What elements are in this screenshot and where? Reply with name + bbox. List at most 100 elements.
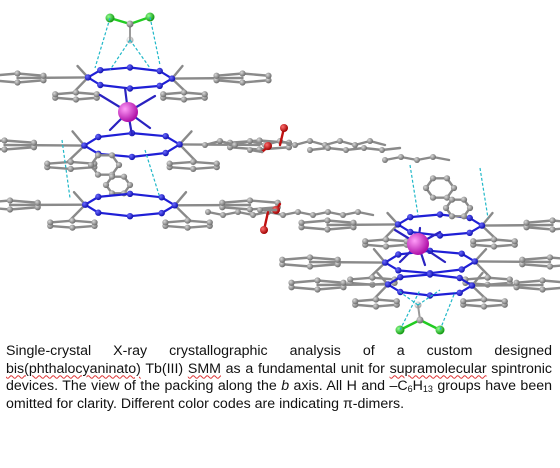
carbon-atom <box>91 219 98 226</box>
contact-line <box>144 149 161 199</box>
carbon-atom <box>67 158 74 165</box>
carbon-atom <box>72 89 80 96</box>
caption-text: H <box>412 378 423 394</box>
carbon-atom <box>429 175 437 182</box>
carbon-atom <box>443 175 451 182</box>
carbon-atom <box>307 147 313 153</box>
bond <box>186 219 211 224</box>
caption-line-1: Single-crystal X-ray crystallographic an… <box>6 343 552 359</box>
bond <box>241 72 270 77</box>
bond <box>74 91 98 96</box>
carbon-atom <box>1 137 8 144</box>
bond <box>492 243 516 248</box>
carbon-atom <box>546 263 554 270</box>
nitrogen-atom <box>126 64 134 71</box>
carbon-atom <box>442 204 450 212</box>
bond <box>399 273 432 279</box>
carbon-atom <box>460 196 468 203</box>
carbon-atom <box>202 142 208 148</box>
nitrogen-atom <box>407 228 414 236</box>
bond <box>164 219 189 224</box>
carbon-atom <box>355 209 361 215</box>
bond <box>0 72 19 77</box>
bond <box>128 84 161 90</box>
carbon-atom <box>362 238 369 245</box>
bond <box>16 79 45 84</box>
carbon-atom <box>239 79 246 86</box>
bond <box>215 79 244 84</box>
carbon-atom <box>180 89 188 96</box>
nitrogen-atom <box>478 222 486 229</box>
carbon-atom <box>160 91 167 98</box>
bond <box>480 223 554 227</box>
bond <box>221 199 252 204</box>
carbon-atom <box>120 173 128 180</box>
nitrogen-atom <box>95 209 102 216</box>
caption-text: Tb(III) <box>140 360 188 377</box>
bond <box>364 243 388 248</box>
carbon-atom <box>247 147 253 153</box>
nitrogen-atom <box>158 209 165 217</box>
bond <box>248 199 279 204</box>
bond <box>241 79 270 84</box>
carbon-atom <box>220 212 226 218</box>
bond <box>380 146 402 152</box>
carbon-atom <box>340 284 347 291</box>
carbon-atom <box>34 204 41 211</box>
carbon-atom <box>372 296 380 303</box>
nitrogen-atom <box>81 142 88 149</box>
bond <box>191 160 218 165</box>
bond <box>462 298 486 303</box>
bond <box>428 249 463 255</box>
bond <box>99 66 132 72</box>
bond <box>521 256 552 261</box>
carbon-atom <box>108 173 116 180</box>
carbon-atom <box>162 219 169 226</box>
carbon-atom <box>382 236 390 243</box>
crystal-structure-figure <box>0 12 560 335</box>
carbon-atom <box>69 224 76 231</box>
nitrogen-atom <box>168 75 176 82</box>
bond <box>178 143 261 147</box>
carbon-atom <box>501 298 508 305</box>
carbon-atom <box>44 160 51 167</box>
contact-line <box>129 39 151 69</box>
bond <box>308 146 330 152</box>
carbon-atom <box>539 286 546 293</box>
carbon-atom <box>246 206 254 213</box>
carbon-atom <box>350 219 357 226</box>
carbon-atom <box>6 197 14 204</box>
carbon-atom <box>72 96 80 103</box>
bond <box>97 132 134 139</box>
carbon-atom <box>226 144 234 151</box>
carbon-atom <box>347 276 354 283</box>
bond <box>462 303 486 308</box>
bond <box>397 269 432 275</box>
bond <box>54 91 78 96</box>
carbon-atom <box>201 91 208 98</box>
bond <box>428 268 463 275</box>
bond <box>384 238 408 243</box>
carbon-atom <box>306 263 314 270</box>
bond <box>186 224 211 229</box>
nitrogen-atom <box>397 273 404 281</box>
bond <box>16 72 45 77</box>
contact-line <box>439 291 456 331</box>
nitrogen-atom <box>97 66 104 74</box>
nitrogen-atom <box>162 132 169 140</box>
bond <box>362 146 384 152</box>
nitrogen-atom <box>95 193 102 201</box>
nitrogen-atom <box>384 281 392 288</box>
bond <box>344 146 366 152</box>
carbon-atom <box>324 217 331 224</box>
carbon-atom <box>325 145 331 151</box>
bond <box>128 192 163 199</box>
bond <box>8 206 39 211</box>
bond <box>472 238 496 243</box>
carbon-atom <box>6 206 14 213</box>
bond <box>473 260 552 264</box>
carbon-atom <box>350 224 357 231</box>
nitrogen-atom <box>158 194 165 201</box>
bond <box>71 219 96 224</box>
carbon-atom <box>235 209 241 215</box>
